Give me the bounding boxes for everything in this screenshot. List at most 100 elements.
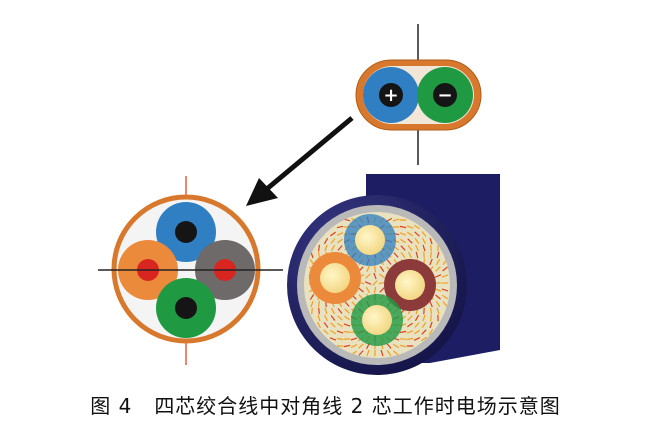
field-vector: [378, 281, 386, 285]
blue-conductor: [175, 221, 197, 243]
field-vector: [414, 238, 420, 244]
field-vector: [430, 251, 432, 259]
field-vector: [434, 288, 442, 292]
field-vector: [378, 273, 386, 279]
field-vector: [414, 231, 420, 237]
bottom-sim-conductor: [362, 305, 392, 335]
field-vector: [366, 349, 370, 357]
field-vector: [358, 350, 364, 356]
field-vector: [421, 329, 427, 335]
field-vector: [429, 321, 433, 329]
field-vector: [350, 344, 358, 348]
field-vector: [413, 337, 421, 341]
field-vector: [316, 321, 322, 329]
field-vector: [323, 329, 329, 335]
field-vector: [421, 231, 427, 237]
field-vector: [330, 322, 336, 328]
field-vector: [408, 251, 412, 259]
field-vector: [343, 218, 351, 222]
field-vector: [430, 244, 432, 252]
field-vector: [406, 231, 414, 237]
field-vector: [364, 281, 372, 285]
pair-cable: + −: [355, 24, 482, 165]
blue-conductor: [379, 83, 403, 107]
field-vector: [379, 266, 385, 272]
field-vector: [336, 225, 344, 229]
plus-symbol: +: [383, 85, 398, 106]
field-vector: [442, 301, 448, 307]
field-vector: [428, 328, 434, 336]
field-vector: [324, 307, 328, 315]
field-vector: [330, 315, 336, 321]
arrow: [246, 116, 354, 206]
field-vector: [336, 322, 344, 328]
field-vector: [399, 225, 407, 229]
field-vector: [415, 251, 419, 259]
field-vector: [323, 237, 329, 245]
field-vector: [386, 259, 392, 265]
inner-cavity: [304, 212, 450, 358]
caption-text: 四芯绞合线中对角线 2 芯工作时电场示意图: [154, 394, 561, 418]
field-vector: [414, 322, 420, 328]
field-vector: [407, 322, 413, 328]
field-vector: [399, 344, 407, 348]
field-vector: [318, 244, 320, 252]
field-vector: [400, 245, 406, 251]
field-vector: [430, 307, 432, 315]
field-vector: [406, 337, 414, 341]
field-vector: [386, 350, 392, 356]
field-vector: [386, 343, 392, 349]
field-vector: [330, 244, 336, 252]
field-vector: [393, 350, 399, 356]
field-vector: [422, 314, 426, 322]
field-vector: [414, 314, 420, 322]
field-vector: [380, 349, 384, 357]
field-vector: [311, 307, 313, 315]
field-vector: [421, 321, 427, 329]
field-vector: [336, 337, 344, 341]
field-vector: [365, 273, 371, 279]
field-vector: [421, 336, 427, 342]
field-vector: [337, 308, 343, 314]
field-vector: [372, 280, 378, 286]
field-vector: [373, 286, 377, 294]
field-vector: [435, 300, 441, 308]
field-vector: [365, 286, 371, 294]
green-conductor: [175, 297, 197, 319]
field-vector: [413, 224, 421, 230]
minus-symbol: −: [437, 85, 452, 106]
field-vector: [343, 315, 351, 321]
field-vector: [441, 274, 449, 278]
field-vector: [430, 314, 432, 322]
field-vector: [317, 314, 321, 322]
field-vector: [422, 244, 426, 252]
field-vector: [324, 314, 328, 322]
field-vector: [366, 265, 370, 273]
field-vector: [337, 245, 343, 251]
field-vector: [330, 231, 336, 237]
field-vector: [343, 330, 351, 334]
field-vector: [330, 238, 336, 244]
field-vector: [399, 232, 407, 236]
field-vector: [435, 266, 441, 272]
field-vector: [442, 266, 448, 272]
field-vector: [435, 258, 441, 266]
field-vector: [343, 344, 351, 348]
field-vector: [379, 287, 385, 293]
field-vector: [373, 265, 377, 273]
field-vector: [407, 245, 413, 251]
field-vector: [344, 301, 350, 307]
field-vector: [358, 287, 364, 293]
field-vector: [323, 322, 329, 328]
field-vector: [318, 251, 320, 259]
field-vector: [429, 258, 433, 266]
field-vector: [330, 307, 336, 315]
field-simulation: [287, 174, 500, 375]
figure-illustration: + −: [98, 24, 500, 375]
right-sim-conductor: [395, 270, 425, 300]
field-vector: [343, 323, 351, 327]
field-vector: [407, 238, 413, 244]
field-vector: [406, 330, 414, 334]
field-vector: [358, 343, 364, 349]
field-vector: [400, 252, 406, 258]
